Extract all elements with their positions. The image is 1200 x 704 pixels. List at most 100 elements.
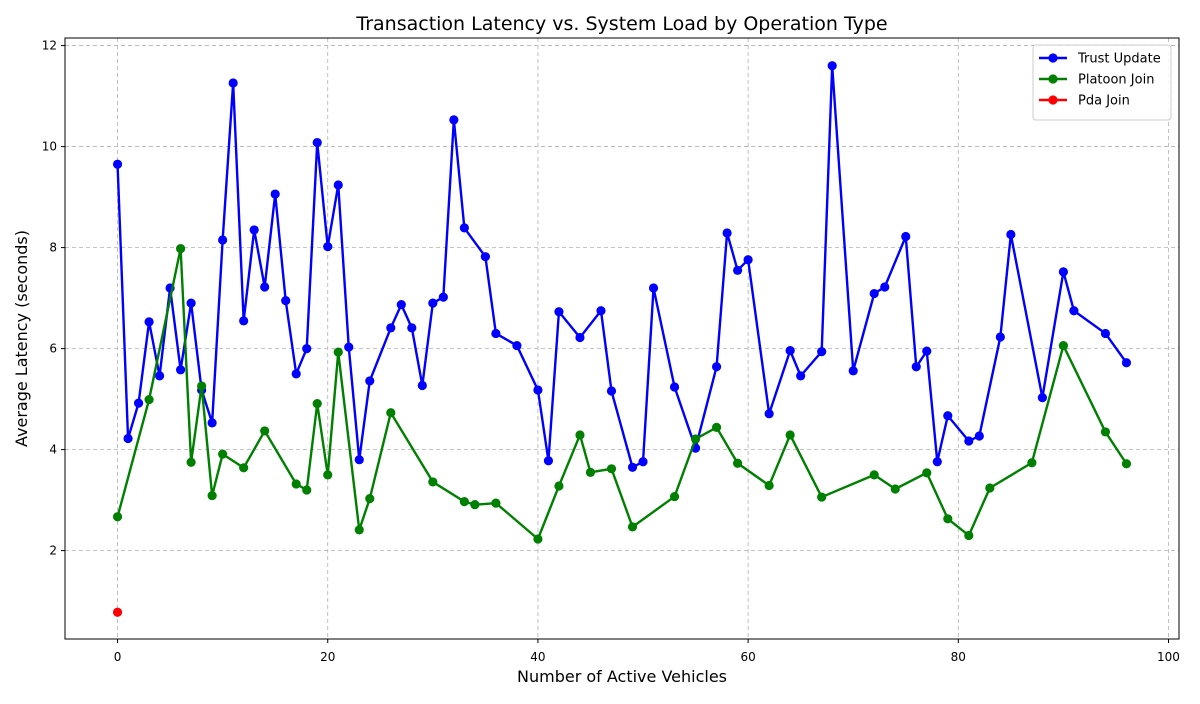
data-point — [302, 344, 312, 354]
data-point — [648, 283, 659, 293]
data-point — [911, 362, 921, 372]
data-point — [554, 307, 564, 317]
data-point — [869, 470, 879, 480]
legend-label: Pda Join — [1078, 94, 1130, 109]
data-point — [606, 464, 617, 474]
data-point — [606, 386, 617, 396]
data-point — [1006, 229, 1016, 240]
data-point — [764, 409, 774, 419]
y-axis-label: Average Latency (seconds) — [12, 230, 31, 447]
series-line — [116, 247, 1128, 541]
data-point — [459, 497, 469, 507]
data-point — [1058, 267, 1068, 277]
data-point — [722, 228, 732, 238]
data-point — [260, 426, 270, 436]
data-point — [291, 369, 301, 379]
data-point — [112, 607, 123, 617]
data-point — [743, 255, 753, 265]
data-point — [239, 316, 249, 326]
data-point — [596, 306, 606, 316]
data-point — [985, 483, 995, 493]
data-point — [133, 398, 144, 408]
data-point — [239, 463, 249, 473]
data-point — [207, 418, 217, 428]
data-point — [901, 231, 911, 242]
data-point — [365, 494, 375, 504]
data-point — [354, 455, 364, 465]
data-point — [197, 381, 207, 391]
data-point — [817, 492, 827, 502]
data-point — [964, 436, 974, 446]
data-point — [922, 346, 932, 356]
data-point — [386, 408, 396, 418]
data-point — [733, 265, 743, 275]
data-point — [785, 346, 795, 356]
x-tick-label: 20 — [320, 650, 335, 664]
data-point — [218, 449, 228, 459]
data-point — [585, 467, 596, 477]
data-point — [890, 484, 900, 494]
data-point — [733, 458, 743, 468]
data-point — [302, 485, 312, 495]
data-point — [218, 235, 228, 245]
series-pda-join — [112, 607, 123, 617]
data-point — [543, 456, 554, 466]
data-point — [817, 347, 827, 357]
data-point — [512, 340, 522, 351]
data-point — [827, 61, 837, 71]
y-tick-label: 4 — [49, 443, 57, 457]
data-point — [386, 323, 396, 333]
data-point — [323, 241, 333, 252]
data-point — [922, 468, 932, 478]
legend-swatch-marker — [1048, 74, 1058, 84]
data-point — [428, 477, 438, 487]
chart-title: Transaction Latency vs. System Load by O… — [355, 13, 887, 35]
data-point — [249, 225, 259, 235]
data-point — [438, 292, 448, 302]
data-point — [964, 530, 974, 541]
x-tick-label: 80 — [951, 650, 966, 664]
data-point — [1058, 340, 1068, 351]
data-point — [333, 180, 343, 190]
data-point — [480, 252, 490, 262]
legend-label: Trust Update — [1077, 52, 1161, 67]
series-platoon-join — [112, 244, 1132, 544]
data-point — [669, 382, 680, 392]
data-point — [396, 300, 406, 310]
data-point — [176, 244, 186, 254]
data-point — [112, 512, 123, 522]
data-point — [533, 534, 543, 544]
plot-series — [112, 61, 1132, 617]
data-point — [123, 433, 133, 444]
data-point — [186, 298, 196, 308]
data-point — [144, 317, 154, 327]
y-tick-label: 6 — [49, 342, 57, 356]
x-axis-label: Number of Active Vehicles — [517, 667, 727, 686]
data-point — [1121, 358, 1132, 368]
data-point — [627, 522, 638, 532]
data-point — [533, 385, 543, 395]
data-point — [627, 462, 638, 472]
data-point — [417, 380, 427, 391]
data-point — [974, 431, 984, 441]
data-point — [796, 371, 806, 381]
data-point — [154, 371, 165, 381]
data-point — [312, 399, 322, 409]
data-point — [764, 480, 774, 491]
data-point — [669, 491, 680, 502]
data-point — [932, 457, 942, 467]
y-tick-label: 12 — [42, 39, 57, 53]
data-point — [575, 332, 585, 343]
data-point — [1027, 458, 1037, 468]
data-point — [228, 78, 238, 88]
data-point — [407, 323, 417, 333]
data-point — [1100, 328, 1111, 339]
data-point — [995, 332, 1005, 342]
data-point — [365, 376, 375, 386]
data-point — [344, 342, 354, 352]
data-point — [281, 296, 291, 306]
